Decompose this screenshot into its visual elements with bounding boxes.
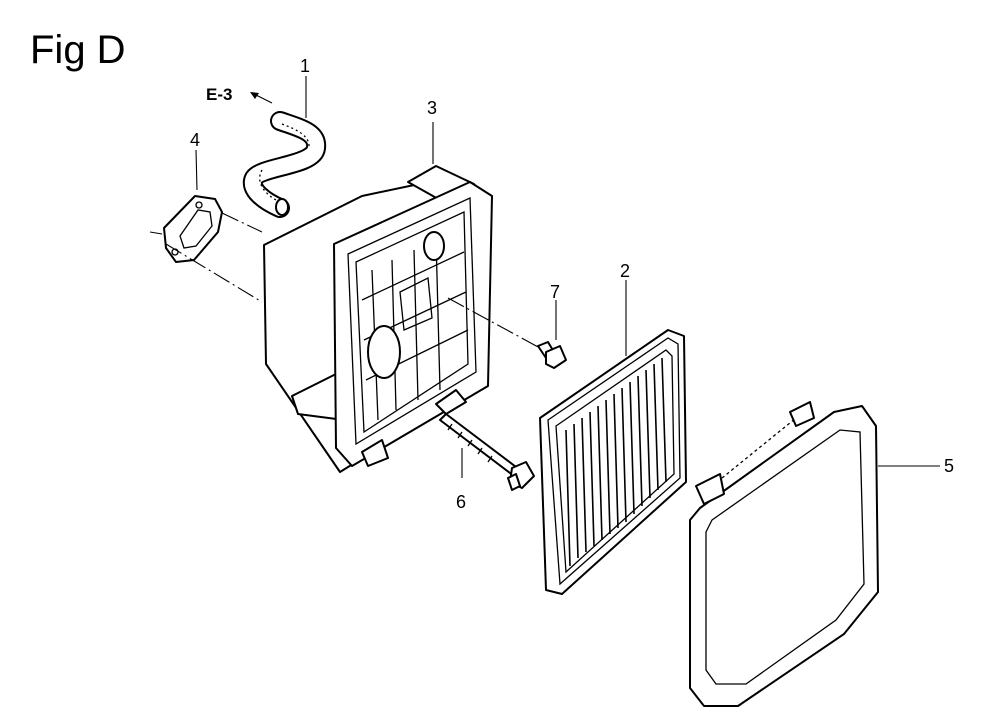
callout-1: 1 — [300, 56, 310, 76]
cross-reference[interactable]: E-3 — [206, 85, 273, 104]
callout-3: 3 — [427, 98, 437, 118]
callout-7: 7 — [550, 282, 560, 302]
callout-2: 2 — [620, 261, 630, 281]
part-5-cover[interactable] — [689, 401, 879, 707]
cross-reference-label: E-3 — [206, 85, 232, 104]
part-6-bolt[interactable] — [439, 413, 535, 491]
part-2-air-filter[interactable] — [539, 329, 687, 595]
part-7-screw[interactable] — [447, 297, 567, 369]
figure-title: Fig D — [30, 28, 126, 72]
callout-4: 4 — [190, 130, 200, 150]
part-1-breather-hose[interactable] — [242, 111, 327, 218]
callout-5: 5 — [944, 456, 954, 476]
arrow-head-icon — [250, 92, 259, 99]
callout-6: 6 — [456, 492, 466, 512]
part-3-air-cleaner-case[interactable] — [263, 165, 493, 473]
part-4-gasket[interactable] — [163, 195, 223, 263]
